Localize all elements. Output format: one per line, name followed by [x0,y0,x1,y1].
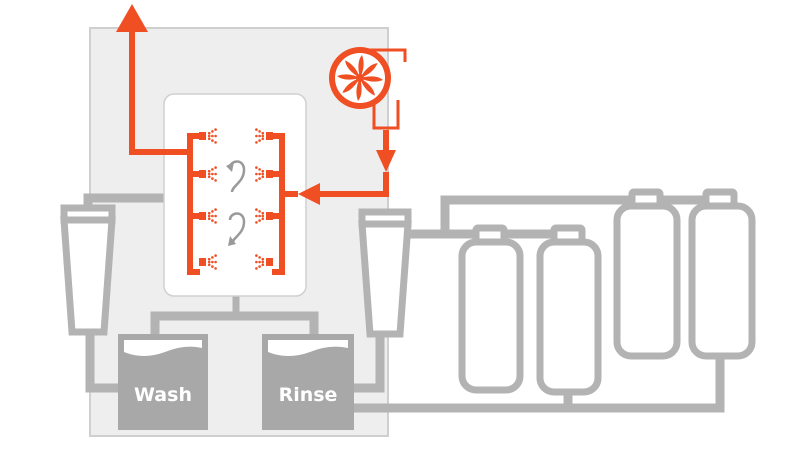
fan-blade [337,74,360,80]
fan-blade [360,78,375,96]
right-filter-cartridge [358,208,412,338]
air-supply-path [298,100,400,205]
wash-tank: Wash [118,334,208,430]
spray-nozzle-icon [199,128,217,144]
spray-nozzle-icon [199,254,217,270]
fan-icon [329,47,407,109]
exhaust-path [116,4,190,155]
rinse-tank-label: Rinse [279,384,338,406]
bottle-3 [613,188,681,360]
spray-manifold-right [272,133,298,275]
arrow-left-icon [298,183,320,205]
fan-blade [356,78,362,101]
arrow-down-icon [376,150,396,172]
fan-blade [345,60,360,78]
rotate-arrows-icon [226,160,246,246]
wash-tank-label: Wash [134,384,192,406]
fan-blade [360,76,383,82]
spray-nozzle-icon [255,254,273,270]
rinse-tank: Rinse [262,334,354,430]
left-filter-cartridge [60,204,116,336]
spray-nozzles [199,128,273,270]
bottle-1 [458,224,524,394]
spray-nozzle-icon [255,128,273,144]
spray-nozzle-icon [255,166,273,182]
spray-nozzle-icon [255,208,273,224]
spray-nozzle-icon [199,166,217,182]
bottle-4 [688,188,756,360]
fan-blade [358,55,364,78]
arrow-up-icon [116,4,148,32]
spray-nozzle-icon [199,208,217,224]
fan-blade [342,78,360,93]
bottle-2 [536,224,602,396]
spray-manifold-left [187,133,200,275]
fan-blade [360,63,378,78]
